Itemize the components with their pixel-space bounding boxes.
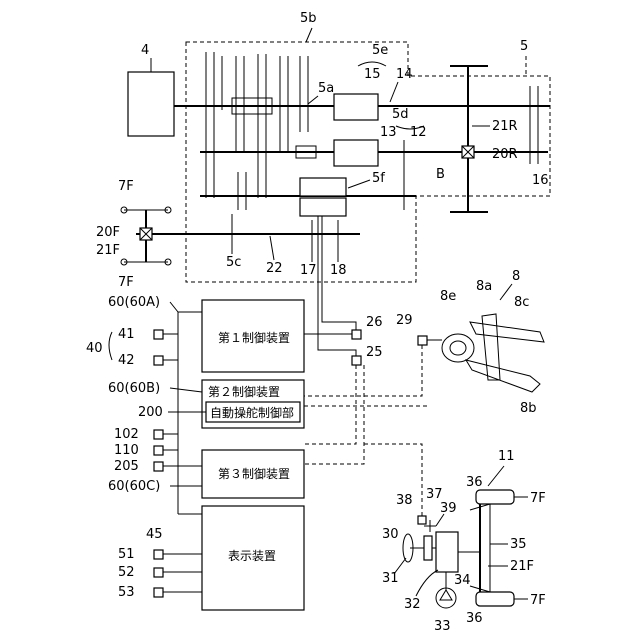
transmission-section: 4 5b 5 xyxy=(96,11,550,290)
clutch-box-13 xyxy=(334,140,378,166)
label-8b: 8b xyxy=(520,401,537,416)
label-45: 45 xyxy=(146,527,163,542)
label-21R: 21R xyxy=(492,119,518,134)
label-60A: 60(60A) xyxy=(108,295,160,310)
label-41: 41 xyxy=(118,327,135,342)
label-51: 51 xyxy=(118,547,135,562)
label-25: 25 xyxy=(366,345,383,360)
sensor-25 xyxy=(352,356,361,365)
sensor-38 xyxy=(418,516,426,524)
label-5f: 5f xyxy=(372,171,385,186)
hydraulic-pump xyxy=(436,588,456,608)
clutch-box-15 xyxy=(334,94,378,120)
label-8a: 8a xyxy=(476,279,492,294)
label-20F: 20F xyxy=(96,225,120,240)
steering-gearbox xyxy=(436,532,458,572)
label-200: 200 xyxy=(138,405,163,420)
label-20R: 20R xyxy=(492,147,518,162)
label-32: 32 xyxy=(404,597,421,612)
engine-box xyxy=(128,72,174,136)
second-controller-label: 第２制御装置 xyxy=(208,384,280,399)
auto-steering-label: 自動操舵制御部 xyxy=(210,405,294,420)
steering-section: 11 36 7F 36 7F 35 21F 38 37 39 30 31 34 xyxy=(364,444,546,634)
label-37: 37 xyxy=(426,487,443,502)
label-36-bottom: 36 xyxy=(466,611,483,626)
label-5d: 5d xyxy=(392,107,409,122)
display-label: 表示装置 xyxy=(228,549,276,563)
label-39: 39 xyxy=(440,501,457,516)
label-case: 5b xyxy=(300,11,317,26)
hitch-upper-arm xyxy=(470,322,544,342)
label-35: 35 xyxy=(510,537,527,552)
label-26: 26 xyxy=(366,315,383,330)
label-38: 38 xyxy=(396,493,413,508)
label-7F-right-top: 7F xyxy=(530,491,546,506)
label-40: 40 xyxy=(86,341,103,356)
label-60B: 60(60B) xyxy=(108,381,160,396)
label-102: 102 xyxy=(114,427,139,442)
label-14: 14 xyxy=(396,67,413,82)
control-section: 第１制御装置 60(60A) 41 42 40 第２制御装置 自動操舵制御部 6… xyxy=(86,216,428,610)
label-8c: 8c xyxy=(514,295,529,310)
label-7F-top: 7F xyxy=(118,179,134,194)
label-5c: 5c xyxy=(226,255,241,270)
label-53: 53 xyxy=(118,585,135,600)
label-110: 110 xyxy=(114,443,139,458)
label-16: 16 xyxy=(532,173,549,188)
label-13: 13 xyxy=(380,125,397,140)
label-5a: 5a xyxy=(318,81,334,96)
label-engine: 4 xyxy=(141,43,149,58)
label-29: 29 xyxy=(396,313,413,328)
third-controller-label: 第３制御装置 xyxy=(218,466,290,481)
label-B: B xyxy=(436,167,445,182)
label-17: 17 xyxy=(300,263,317,278)
label-33: 33 xyxy=(434,619,451,634)
label-205: 205 xyxy=(114,459,139,474)
label-60C: 60(60C) xyxy=(108,479,160,494)
label-11: 11 xyxy=(498,449,515,464)
sensor-26 xyxy=(352,330,361,339)
label-unit: 5 xyxy=(520,39,528,54)
label-21F: 21F xyxy=(96,243,120,258)
hitch-lower-arm xyxy=(466,360,540,392)
label-18: 18 xyxy=(330,263,347,278)
hitch-hub xyxy=(442,334,474,362)
label-42: 42 xyxy=(118,353,135,368)
label-15: 15 xyxy=(364,67,381,82)
label-31: 31 xyxy=(382,571,399,586)
label-34: 34 xyxy=(454,573,471,588)
clutch-pack-upper xyxy=(300,178,346,196)
sensor-29 xyxy=(418,336,427,345)
front-wheel-bottom xyxy=(476,592,514,606)
label-52: 52 xyxy=(118,565,135,580)
label-21F-right: 21F xyxy=(510,559,534,574)
label-30: 30 xyxy=(382,527,399,542)
front-wheel-top xyxy=(476,490,514,504)
label-36-top: 36 xyxy=(466,475,483,490)
hitch-section: 8 8a 8c 8e 8b 29 xyxy=(396,269,544,416)
label-8: 8 xyxy=(512,269,520,284)
label-12: 12 xyxy=(410,125,427,140)
label-7F-bottom: 7F xyxy=(118,275,134,290)
label-7F-right-bottom: 7F xyxy=(530,593,546,608)
label-5e: 5e xyxy=(372,43,388,58)
clutch-pack-lower xyxy=(300,198,346,216)
label-22: 22 xyxy=(266,261,283,276)
label-8e: 8e xyxy=(440,289,456,304)
first-controller-label: 第１制御装置 xyxy=(218,330,290,345)
